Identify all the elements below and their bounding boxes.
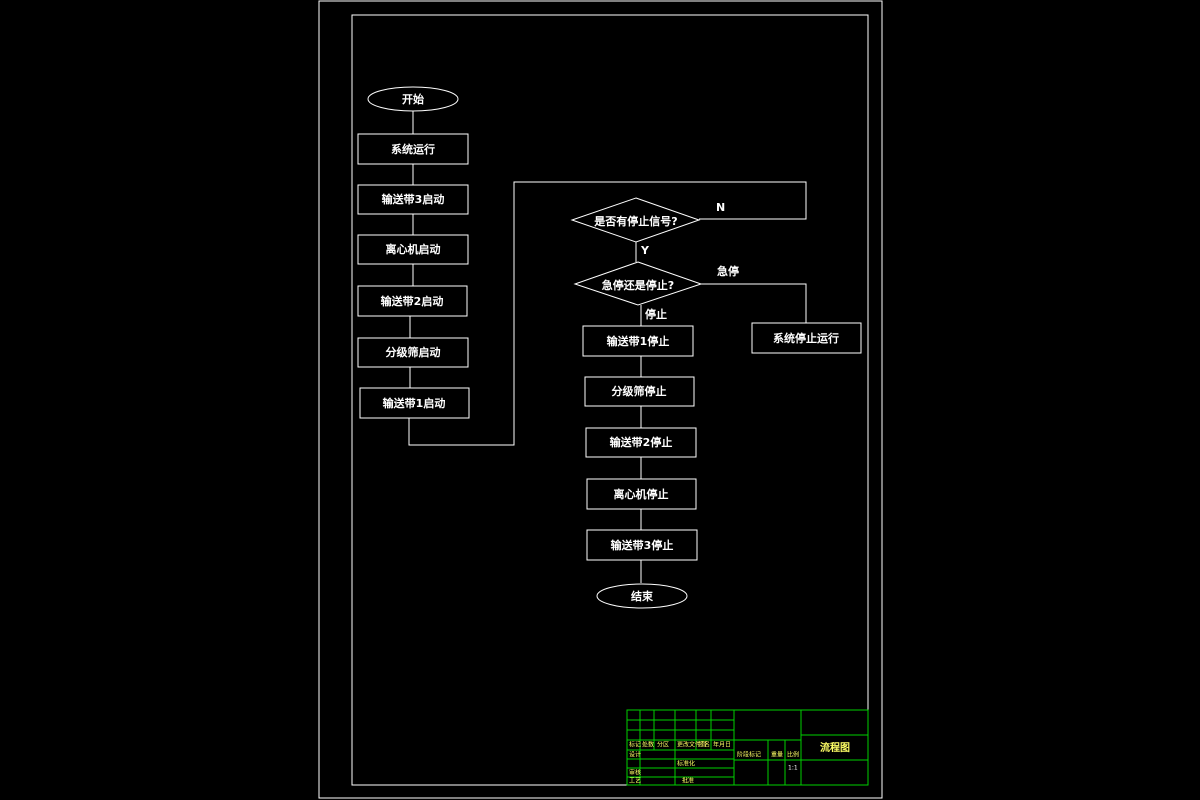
step-centrifuge-start-label: 离心机启动: [386, 242, 441, 256]
step-conveyor1-start-label: 输送带1启动: [383, 396, 446, 410]
decision-stop-signal-label: 是否有停止信号?: [593, 214, 677, 228]
step-screen-stop-label: 分级筛停止: [612, 384, 667, 398]
connectors: [408, 111, 807, 583]
decision-stop-signal: [570, 197, 701, 243]
edge-emergency-label: 急停: [717, 264, 739, 278]
step-conveyor1-stop: [582, 325, 694, 357]
inner-border: [351, 14, 869, 786]
edge-stop-label: 停止: [645, 307, 667, 321]
step-conveyor3-start: [357, 184, 469, 215]
tb-label-standard: 标准化: [677, 760, 695, 768]
decision-stop-type: [573, 261, 703, 306]
tb-label-count: 处数: [642, 741, 654, 749]
step-conveyor1-start: [359, 387, 470, 419]
step-system-run: [357, 133, 469, 165]
outer-border: [318, 0, 883, 799]
step-conveyor2-start-label: 输送带2启动: [381, 294, 444, 308]
step-conveyor1-stop-label: 输送带1停止: [607, 334, 670, 348]
step-conveyor3-stop: [586, 529, 698, 561]
start-label: 开始: [402, 92, 424, 106]
step-screen-start-label: 分级筛启动: [386, 345, 441, 359]
tb-label-change: 更改文件号: [677, 741, 707, 749]
step-centrifuge-stop-label: 离心机停止: [614, 487, 669, 501]
step-screen-stop: [584, 376, 695, 407]
tb-label-date: 年月日: [713, 741, 731, 749]
tb-label-process: 工艺: [629, 777, 641, 785]
step-conveyor3-start-label: 输送带3启动: [382, 192, 445, 206]
tb-label-zone: 分区: [657, 741, 669, 749]
title-block: [626, 709, 869, 786]
tb-label-sign: 签名: [698, 741, 710, 749]
tb-label-design: 设计: [629, 751, 641, 759]
step-system-stop-label: 系统停止运行: [773, 331, 839, 345]
tb-label-review: 审核: [629, 769, 641, 777]
step-centrifuge-stop: [586, 478, 697, 510]
edge-yes-label: Y: [640, 244, 650, 257]
edge-no-label: N: [716, 201, 725, 214]
end-label: 结束: [630, 589, 654, 603]
step-screen-start: [357, 337, 469, 368]
step-conveyor2-start: [357, 285, 468, 317]
start-node: [367, 86, 459, 112]
step-system-stop: [751, 322, 862, 354]
tb-label-mark: 标记: [629, 741, 641, 749]
tb-label-stage: 阶段标记: [737, 751, 761, 759]
step-conveyor2-stop-label: 输送带2停止: [610, 435, 673, 449]
tb-label-approve: 批准: [682, 777, 694, 785]
tb-scale-value: 1:1: [788, 765, 798, 772]
tb-label-scale: 比例: [787, 751, 799, 759]
tb-label-weight: 重量: [771, 751, 783, 759]
step-conveyor3-stop-label: 输送带3停止: [611, 538, 674, 552]
tb-drawing-title: 流程图: [820, 741, 850, 754]
step-centrifuge-start: [357, 234, 469, 265]
step-conveyor2-stop: [585, 427, 697, 458]
decision-stop-type-label: 急停还是停止?: [602, 278, 674, 292]
step-system-run-label: 系统运行: [391, 142, 435, 156]
end-node: [596, 583, 688, 609]
